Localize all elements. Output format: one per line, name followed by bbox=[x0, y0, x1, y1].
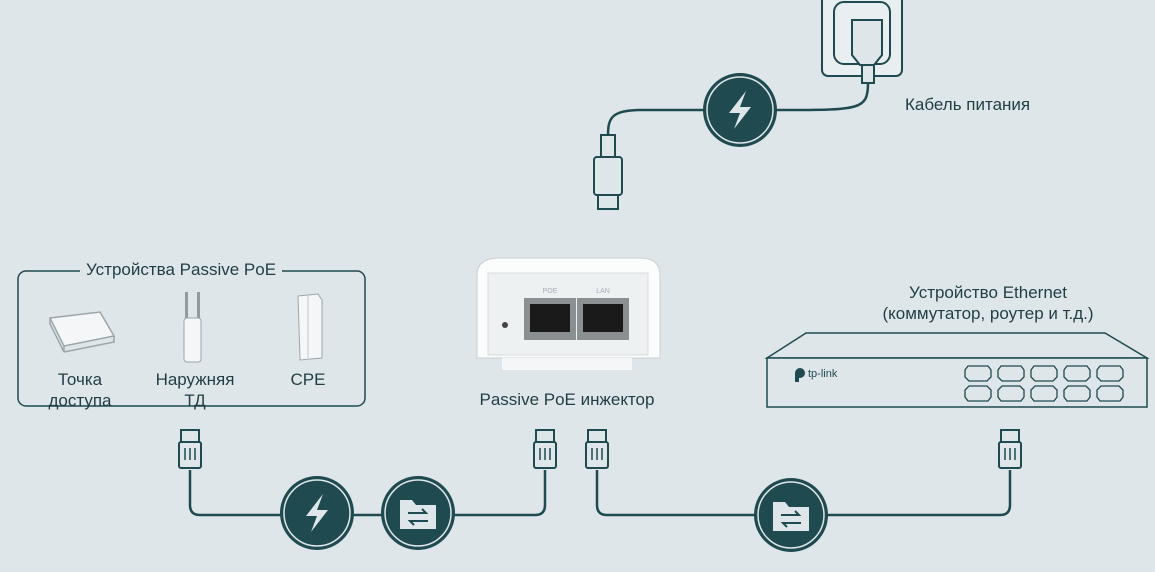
data-transfer-folder-icon bbox=[380, 475, 456, 551]
power-outlet-icon bbox=[821, 0, 903, 84]
device-label-line: доступа bbox=[48, 391, 112, 410]
device-label-access-point: Точка доступа bbox=[35, 369, 125, 411]
cpe-icon bbox=[297, 293, 323, 361]
rj45-connector-icon bbox=[585, 429, 609, 469]
power-cable bbox=[606, 82, 870, 136]
ethernet-device-subtitle: (коммутатор, роутер и т.д.) bbox=[882, 304, 1094, 323]
power-plug-connector-icon bbox=[593, 134, 623, 210]
device-label-line: Точка bbox=[57, 370, 103, 389]
poe-cable bbox=[188, 470, 547, 517]
data-transfer-folder-icon bbox=[753, 477, 829, 553]
device-label-line: ТД bbox=[184, 391, 206, 410]
poe-injector-device: POE LAN bbox=[476, 257, 661, 370]
outdoor-access-point-icon bbox=[183, 292, 202, 363]
ethernet-switch-device: tp-link bbox=[764, 332, 1150, 408]
access-point-icon bbox=[48, 311, 116, 353]
device-label-line: Наружняя bbox=[155, 370, 235, 389]
poe-port-label: POE bbox=[543, 288, 558, 295]
power-cable-label: Кабель питания bbox=[905, 95, 1031, 114]
tp-link-logo-icon: tp-link bbox=[795, 368, 838, 382]
ethernet-device-label: Устройство Ethernet (коммутатор, роутер … bbox=[838, 282, 1138, 324]
svg-text:tp-link: tp-link bbox=[808, 368, 838, 380]
injector-label: Passive PoE инжектор bbox=[479, 390, 655, 409]
rj45-connector-icon bbox=[998, 429, 1022, 469]
lightning-icon bbox=[279, 475, 355, 551]
rj45-connector-icon bbox=[533, 429, 557, 469]
device-label-cpe: CPE bbox=[290, 370, 326, 389]
lightning-icon bbox=[702, 72, 778, 148]
group-title: Устройства Passive PoE bbox=[80, 260, 283, 280]
device-label-outdoor-ap: Наружняя ТД bbox=[145, 369, 245, 411]
rj45-connector-icon bbox=[178, 429, 202, 469]
ethernet-device-title: Устройство Ethernet bbox=[909, 283, 1067, 302]
lan-port-label: LAN bbox=[596, 288, 610, 295]
